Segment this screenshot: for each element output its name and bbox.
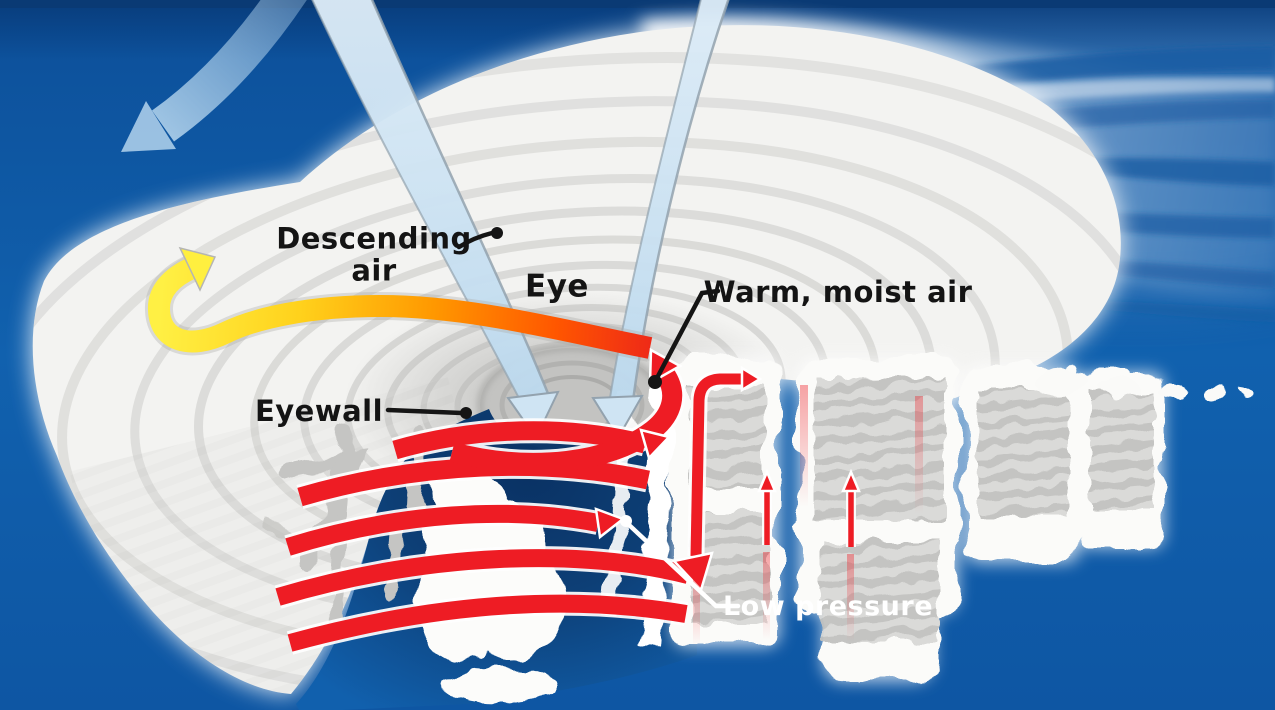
down-arrowhead-icon [506, 390, 560, 440]
callout-descending-air [456, 227, 503, 250]
upper-outflow-arrow [121, 0, 307, 152]
callout-low-pressure [620, 515, 741, 609]
down-arrowhead-icon [591, 394, 644, 440]
rainband-updraft-arrow [690, 373, 742, 557]
eyewall-spiral-arrow [449, 368, 683, 473]
eye-outflow-spiral-arrow [145, 246, 653, 362]
callout-eyewall [385, 407, 472, 419]
callouts [385, 227, 741, 609]
inflow-arrows [274, 347, 923, 655]
updraft-fades [693, 385, 923, 646]
callout-warm-moist-air [648, 288, 721, 389]
trailing-cloud-puffs [1036, 369, 1253, 399]
outflow-arrowhead-icon [178, 246, 217, 292]
